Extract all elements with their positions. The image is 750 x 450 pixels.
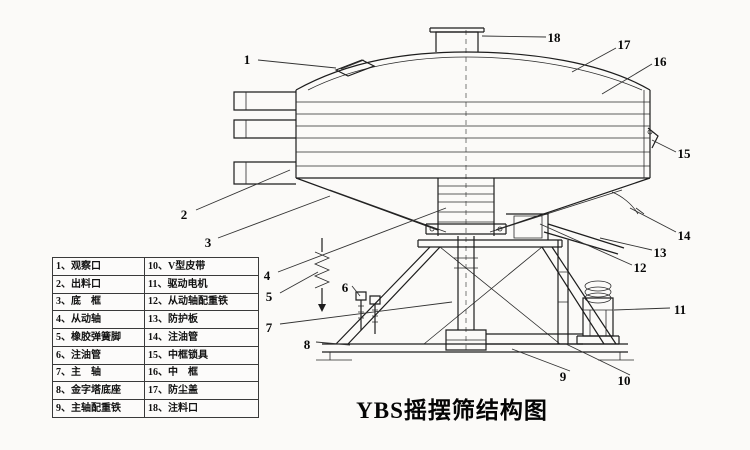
legend-cell: 16、中 框 [144, 363, 259, 383]
callout-15: 15 [678, 146, 692, 161]
callout-11: 11 [674, 302, 686, 317]
legend-row: 2、出料口 11、驱动电机 [52, 274, 259, 294]
legend-cell: 12、从动轴配重铁 [144, 292, 259, 312]
bearing-assembly [425, 178, 507, 236]
legend-row: 5、橡胶弹簧脚 14、注油管 [52, 328, 259, 347]
legend-cell: 11、驱动电机 [144, 274, 259, 294]
diagram-title: YBS摇摆筛结构图 [356, 398, 548, 423]
body-frames [295, 90, 651, 179]
spring-anchor [313, 238, 331, 312]
legend-row: 4、从动轴 13、防护板 [52, 310, 259, 330]
callout-9: 9 [560, 369, 567, 384]
callout-8: 8 [304, 337, 311, 352]
main-shaft [445, 236, 487, 351]
legend-cell: 13、防护板 [144, 310, 259, 330]
callout-14: 14 [678, 228, 692, 243]
callout-16: 16 [654, 54, 668, 69]
callout-12: 12 [634, 260, 647, 275]
legend-cell: 18、注料口 [144, 399, 259, 418]
callout-4: 4 [264, 268, 271, 283]
feed-inlet [429, 27, 485, 52]
legend-row: 7、主 轴 16、中 框 [52, 363, 259, 383]
legend-row: 6、注油管 15、中框锁具 [52, 345, 259, 365]
callout-7: 7 [266, 320, 273, 335]
legend-row: 8、金字塔底座 17、防尘盖 [52, 381, 259, 401]
observation-port [334, 59, 376, 77]
callout-18: 18 [548, 30, 562, 45]
callout-13: 13 [654, 245, 668, 260]
support-structure [417, 127, 659, 255]
legend-cell: 8、金字塔底座 [52, 381, 145, 401]
legend-cell: 7、主 轴 [52, 363, 145, 383]
legend-cell: 17、防尘盖 [144, 381, 259, 401]
legend-cell: 6、注油管 [52, 345, 145, 365]
leader-lines [195, 35, 677, 376]
callout-numbers: 1 2 3 4 5 6 7 8 9 10 11 12 13 14 15 16 1… [181, 30, 691, 388]
motor [576, 280, 620, 345]
legend-cell: 14、注油管 [144, 328, 259, 347]
oil-bolts [355, 291, 381, 334]
callout-3: 3 [205, 235, 212, 250]
callout-2: 2 [181, 207, 188, 222]
callout-1: 1 [244, 52, 251, 67]
callout-6: 6 [342, 280, 349, 295]
discharge-spouts [233, 91, 296, 185]
callout-5: 5 [266, 289, 273, 304]
legend-cell: 4、从动轴 [52, 310, 145, 330]
legend-row: 9、主轴配重铁 18、注料口 [52, 399, 259, 418]
callout-17: 17 [618, 37, 632, 52]
callout-10: 10 [618, 373, 631, 388]
legend-cell: 3、底 框 [52, 292, 145, 312]
legend-cell: 5、橡胶弹簧脚 [52, 328, 145, 347]
legend-row: 3、底 框 12、从动轴配重铁 [52, 292, 259, 312]
top-cover [295, 27, 651, 91]
bottom-funnel [295, 177, 651, 233]
legend-row: 1、观察口 10、V型皮带 [52, 257, 259, 276]
legend-cell: 15、中框锁具 [144, 345, 259, 365]
legend-cell: 1、观察口 [52, 257, 145, 276]
legend-cell: 9、主轴配重铁 [52, 399, 145, 418]
legend-cell: 10、V型皮带 [144, 257, 259, 276]
legend-cell: 2、出料口 [52, 274, 145, 294]
parts-legend: 1、观察口 10、V型皮带 2、出料口 11、驱动电机 3、底 框 12、从动轴… [52, 257, 259, 418]
